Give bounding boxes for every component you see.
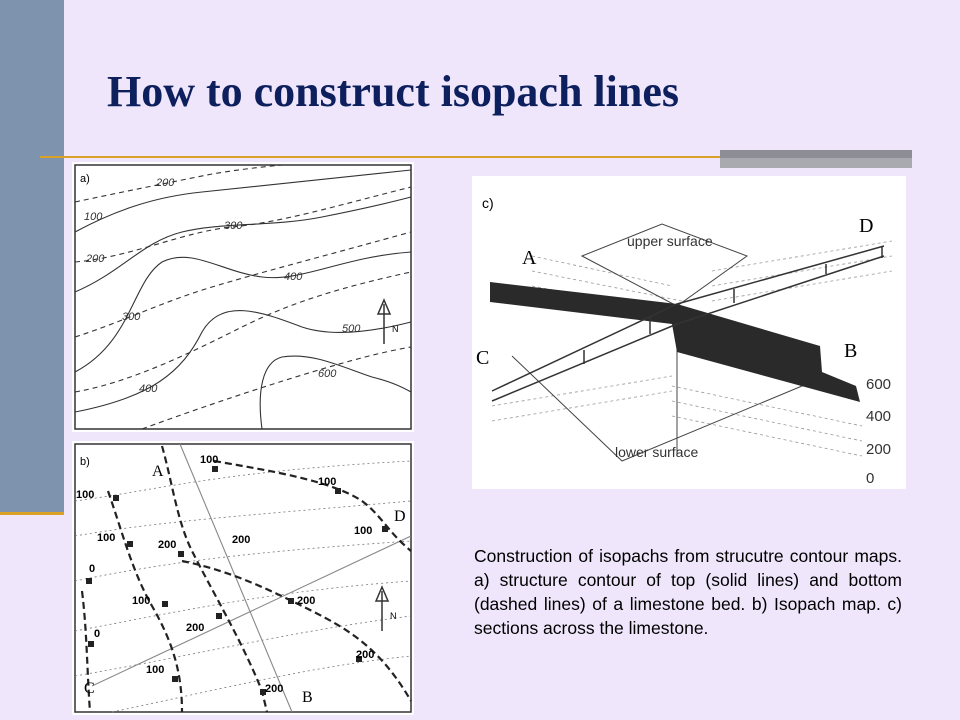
isopach-value: 200 xyxy=(265,683,283,695)
north-label: N xyxy=(390,611,397,621)
figure-caption: Construction of isopachs from strucutre … xyxy=(474,546,902,639)
isopach-value: 100 xyxy=(97,532,115,544)
title-rule xyxy=(40,156,720,158)
point-label-b: B xyxy=(844,340,857,362)
scale-label: 0 xyxy=(866,470,874,487)
isopach-value: 100 xyxy=(354,525,372,537)
contour-label: 200 xyxy=(85,253,105,265)
contour-label: 200 xyxy=(155,177,175,189)
north-label: N xyxy=(392,324,399,334)
north-arrow-icon: N xyxy=(376,298,399,344)
figure-c: c) A B C D upper surface lower surface 6… xyxy=(472,176,906,489)
upper-surface-label: upper surface xyxy=(627,233,713,249)
point-label-c: C xyxy=(476,347,489,369)
north-arrow-icon: N xyxy=(374,585,397,631)
scale-label: 200 xyxy=(866,441,891,458)
point-label-d: D xyxy=(394,508,406,525)
contour-label: 300 xyxy=(122,311,141,323)
figure-a: a) 200 100 300 200 400 300 500 400 600 N xyxy=(72,162,414,432)
contour-label: 400 xyxy=(139,383,158,395)
scale-label: 400 xyxy=(866,408,891,425)
point-label-a: A xyxy=(152,463,164,480)
panel-label: b) xyxy=(80,456,90,468)
slide-title: How to construct isopach lines xyxy=(107,67,679,116)
isopach-value: 200 xyxy=(158,539,176,551)
title-rule-block-lower xyxy=(720,158,912,168)
isopach-value: 100 xyxy=(76,489,94,501)
limestone-sections: c) A B C D upper surface lower surface 6… xyxy=(476,195,893,487)
panel-label: c) xyxy=(482,195,494,211)
panel-label: a) xyxy=(80,173,90,185)
sidebar-bar xyxy=(0,0,64,512)
isopach-value: 100 xyxy=(200,454,218,466)
contour-label: 500 xyxy=(342,323,361,335)
figure-b: b) A B C D 100 100 100 100 100 200 200 0… xyxy=(72,441,414,715)
isopach-value: 100 xyxy=(146,664,164,676)
point-label-b: B xyxy=(302,689,313,706)
isopach-value: 200 xyxy=(186,622,204,634)
isopach-value: 100 xyxy=(318,476,336,488)
contour-label: 300 xyxy=(224,220,243,232)
isopach-value: 200 xyxy=(356,649,374,661)
lower-surface-label: lower surface xyxy=(615,444,698,460)
contour-label: 400 xyxy=(284,271,303,283)
contour-label: 600 xyxy=(318,368,337,380)
isopach-value: 200 xyxy=(297,595,315,607)
sidebar-accent-line xyxy=(0,512,64,515)
contour-label: 100 xyxy=(84,211,103,223)
isopach-value: 0 xyxy=(89,563,95,575)
scale-label: 600 xyxy=(866,376,891,393)
isopach-value: 200 xyxy=(232,534,250,546)
point-label-a: A xyxy=(522,247,537,269)
title-rule-block xyxy=(720,150,912,158)
point-label-d: D xyxy=(859,215,873,237)
isopach-map: b) A B C D 100 100 100 100 100 200 200 0… xyxy=(74,443,412,713)
isopach-value: 100 xyxy=(132,595,150,607)
point-label-c: C xyxy=(84,680,95,697)
structure-contour-map: a) 200 100 300 200 400 300 500 400 600 N xyxy=(74,164,412,430)
isopach-value: 0 xyxy=(94,628,100,640)
